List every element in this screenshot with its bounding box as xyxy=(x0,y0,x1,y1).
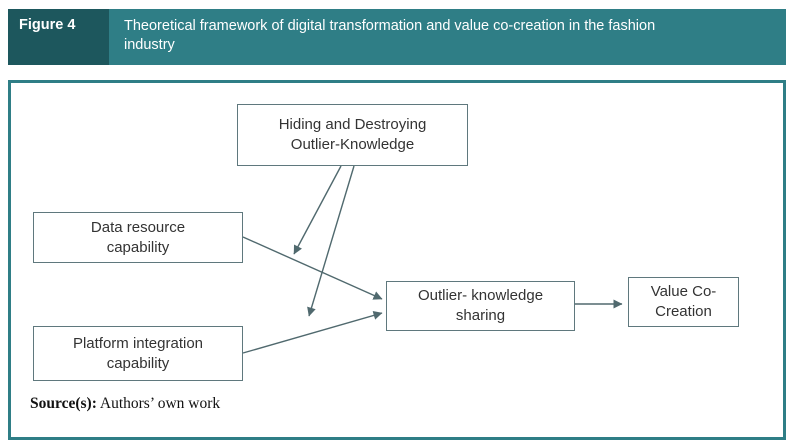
node-hiding-destroying-outlier-knowledge: Hiding and Destroying Outlier-Knowledge xyxy=(237,104,468,166)
node-outlier-knowledge-sharing: Outlier- knowledge sharing xyxy=(386,281,575,331)
node-data-resource-capability: Data resource capability xyxy=(33,212,243,263)
node-label: Outlier- knowledge sharing xyxy=(417,287,544,324)
figure-title-text: Theoretical framework of digital transfo… xyxy=(124,18,656,53)
arrow-data-to-sharing xyxy=(242,236,383,300)
source-text: Authors’ own work xyxy=(96,395,221,412)
node-label: Data resource capability xyxy=(90,218,186,256)
node-platform-integration-capability: Platform integration capability xyxy=(33,326,243,381)
framework-diagram: Hiding and Destroying Outlier-Knowledge … xyxy=(8,80,786,440)
arrow-hiding-to-data-link xyxy=(293,165,342,255)
figure-caption-bar: Figure 4 Theoretical framework of digita… xyxy=(8,9,786,65)
node-label: Hiding and Destroying Outlier-Knowledge xyxy=(278,116,427,153)
node-label: Value Co-Creation xyxy=(650,283,717,320)
figure-title: Theoretical framework of digital transfo… xyxy=(109,9,786,65)
node-label: Platform integration capability xyxy=(72,334,204,372)
arrow-platform-to-sharing xyxy=(242,311,383,354)
source-note: Source(s): Authors’ own work xyxy=(30,395,220,413)
node-value-co-creation: Value Co-Creation xyxy=(628,277,739,327)
arrow-hiding-to-platform-link xyxy=(307,165,355,317)
figure-number-label: Figure 4 xyxy=(8,9,109,65)
arrows-layer xyxy=(242,165,623,354)
source-label: Source(s): xyxy=(30,395,97,412)
